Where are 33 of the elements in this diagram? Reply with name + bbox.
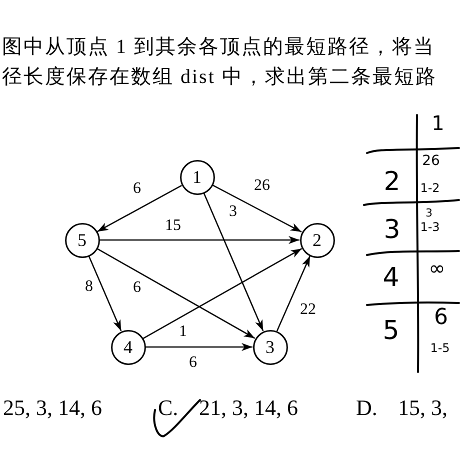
arrow [142,248,302,339]
handwritten-note: 3 [426,208,432,218]
vertex-circle: 2 [300,222,334,258]
handwritten-note: 1-5 [430,342,450,354]
handwritten-note: ∞ [428,258,446,278]
answer-option: 15, 3, [398,397,448,419]
row-label: 4 [382,265,400,291]
row-label: 5 [382,318,400,344]
vertex-circle: 5 [64,222,100,258]
arrow [100,236,300,244]
question-text: 图中从顶点 1 到其余各顶点的最短路径，将当 [2,37,435,57]
arrow [88,256,122,332]
vertex-circle: 3 [252,330,288,364]
answer-option: 21, 3, 14, 6 [199,397,298,419]
row-label: 2 [384,169,400,195]
arrow [96,184,182,232]
handwritten-note: 6 [434,307,448,329]
arrow [276,256,311,332]
row-label: 3 [384,217,400,243]
option-letter: D. [356,397,378,419]
arrow [96,248,256,339]
column-header: 1 [432,113,444,133]
arrow [146,343,252,351]
question-text: 径长度保存在数组 dist 中，求出第二条最短路 [2,67,437,87]
arrow [212,184,302,232]
handwritten-note: 1-2 [420,182,440,194]
arrow [203,192,264,332]
handwritten-note: 26 [422,154,440,168]
vertex-circle: 1 [180,160,214,194]
handwritten-note: 1-3 [420,221,440,233]
answer-option: 25, 3, 14, 6 [3,397,102,419]
option-letter: C. [158,397,178,419]
vertex-circle: 4 [110,330,146,364]
